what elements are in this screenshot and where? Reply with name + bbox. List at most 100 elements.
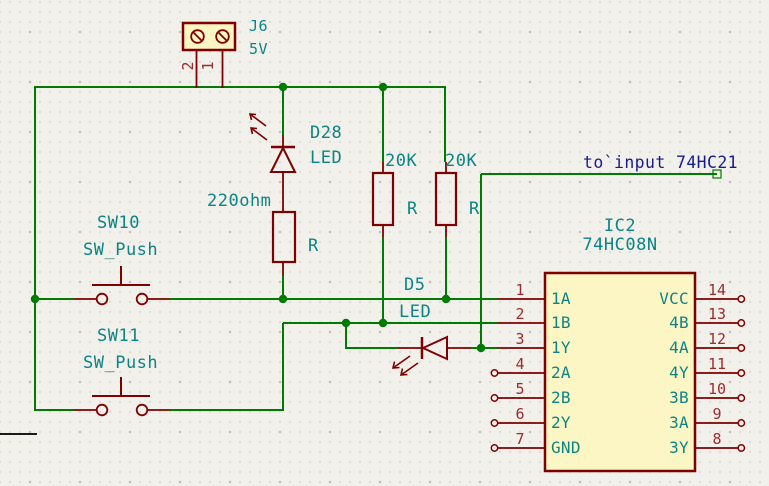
pin-name: 3Y bbox=[669, 438, 689, 457]
pin-number: 4 bbox=[515, 355, 524, 373]
pin-name: 3A bbox=[669, 413, 689, 432]
pin-number: 11 bbox=[708, 355, 726, 373]
unconnected-pin-circle bbox=[490, 444, 499, 452]
20k-right-value[interactable]: 20K bbox=[445, 151, 477, 171]
d5-value[interactable]: LED bbox=[399, 302, 431, 322]
pin-name: 4B bbox=[669, 313, 689, 332]
unconnected-pin-circle bbox=[737, 419, 746, 427]
d28-reference[interactable]: D28 bbox=[310, 123, 342, 143]
j6-screw-slot bbox=[217, 31, 228, 42]
ic2-reference[interactable]: IC2 bbox=[604, 216, 636, 236]
r220-reference[interactable]: R bbox=[308, 236, 319, 256]
pin-name: 2Y bbox=[551, 413, 571, 432]
pin-name: 1B bbox=[551, 313, 571, 332]
unconnected-pin-circle bbox=[490, 394, 499, 402]
j6-screw-icon bbox=[190, 29, 205, 44]
pin-number: 5 bbox=[515, 380, 524, 398]
junction-dot[interactable] bbox=[278, 82, 288, 92]
pin-number: 8 bbox=[712, 430, 721, 448]
ic2-right-pin-names: VCC 4B 4A 4Y 3B 3A 3Y bbox=[659, 289, 689, 457]
wires[interactable] bbox=[34, 86, 717, 411]
sw10-value[interactable]: SW_Push bbox=[83, 240, 158, 260]
ic2-right-pin-numbers: 14 13 12 11 10 9 8 bbox=[708, 281, 726, 448]
sw11-reference[interactable]: SW11 bbox=[97, 326, 140, 346]
junction-dot[interactable] bbox=[278, 294, 288, 304]
ic2-value[interactable]: 74HC08N bbox=[582, 235, 657, 255]
d5-reference[interactable]: D5 bbox=[404, 275, 425, 295]
r220-body[interactable] bbox=[271, 210, 297, 264]
pin-name: GND bbox=[551, 438, 581, 457]
sw11-contact bbox=[135, 403, 149, 417]
pin-number: 2 bbox=[515, 305, 524, 323]
led-d28-symbol[interactable] bbox=[248, 113, 297, 212]
pin-number: 9 bbox=[712, 405, 721, 423]
sw10-reference[interactable]: SW10 bbox=[97, 213, 140, 233]
pin-name: 4Y bbox=[669, 363, 689, 382]
20k-right-reference[interactable]: R bbox=[469, 199, 480, 219]
j6-screw-icon bbox=[215, 29, 230, 44]
20k-left-body[interactable] bbox=[371, 171, 395, 227]
sw10-contact bbox=[95, 292, 109, 306]
20k-left-value[interactable]: 20K bbox=[385, 151, 417, 171]
pin-number: 13 bbox=[708, 305, 726, 323]
ic2-symbol[interactable]: 1 2 3 4 5 6 7 14 13 12 11 10 9 8 1A 1B 1… bbox=[490, 271, 746, 473]
j6-pin2-number: 2 bbox=[179, 61, 197, 70]
sw10-contact bbox=[135, 292, 149, 306]
20k-left-reference[interactable]: R bbox=[407, 199, 418, 219]
pin-number: 6 bbox=[515, 405, 524, 423]
pin-number: 14 bbox=[708, 281, 726, 299]
junction-dot[interactable] bbox=[378, 318, 388, 328]
ic2-left-pin-names: 1A 1B 1Y 2A 2B 2Y GND bbox=[551, 289, 581, 457]
junction-dot[interactable] bbox=[441, 294, 451, 304]
d28-value[interactable]: LED bbox=[310, 148, 342, 168]
ic2-right-pin-lines[interactable] bbox=[695, 295, 746, 452]
led-d5-symbol[interactable] bbox=[391, 335, 471, 376]
resistor-r220-symbol[interactable] bbox=[271, 210, 297, 276]
connector-j6-symbol[interactable] bbox=[181, 21, 237, 88]
ic2-left-pin-numbers: 1 2 3 4 5 6 7 bbox=[515, 281, 524, 448]
pin-number: 1 bbox=[515, 281, 524, 299]
unconnected-pin-circle bbox=[737, 369, 746, 377]
unconnected-pin-circle bbox=[737, 444, 746, 452]
junction-dot[interactable] bbox=[378, 82, 388, 92]
unconnected-pin-circle bbox=[737, 344, 746, 352]
pin-name: 2B bbox=[551, 388, 571, 407]
ic2-body[interactable] bbox=[543, 271, 697, 473]
pin-number: 7 bbox=[515, 430, 524, 448]
unconnected-pin-circle bbox=[737, 295, 746, 303]
unconnected-pin-circle bbox=[737, 319, 746, 327]
20k-right-body[interactable] bbox=[434, 171, 458, 227]
resistor-20k-right-symbol[interactable] bbox=[434, 162, 458, 237]
d28-anode-triangle bbox=[269, 145, 297, 173]
unconnected-pin-circle bbox=[490, 369, 499, 377]
pin-name: 4A bbox=[669, 338, 689, 357]
ic2-left-pin-lines[interactable] bbox=[490, 298, 545, 452]
junction-dot[interactable] bbox=[341, 318, 351, 328]
d28-emission-arrows-icon bbox=[248, 113, 268, 141]
unconnected-pin-circle bbox=[490, 419, 499, 427]
sw11-contact bbox=[95, 403, 109, 417]
sw11-value[interactable]: SW_Push bbox=[83, 353, 158, 373]
j6-pin1-number: 1 bbox=[199, 61, 217, 70]
junction-dot[interactable] bbox=[30, 294, 40, 304]
pin-number: 12 bbox=[708, 330, 726, 348]
r220-value[interactable]: 220ohm bbox=[207, 191, 271, 211]
junction-dot[interactable] bbox=[476, 343, 486, 353]
unconnected-pin-circle bbox=[737, 394, 746, 402]
pin-name: 3B bbox=[669, 388, 689, 407]
resistor-20k-left-symbol[interactable] bbox=[371, 162, 395, 237]
junction-dots[interactable] bbox=[30, 82, 486, 353]
switch-sw10-symbol[interactable] bbox=[74, 266, 170, 306]
pin-name: VCC bbox=[659, 289, 689, 308]
pin-name: 1A bbox=[551, 289, 571, 308]
pin-name: 2A bbox=[551, 363, 571, 382]
switch-sw11-symbol[interactable] bbox=[74, 377, 170, 417]
d5-emission-arrows-icon bbox=[391, 355, 419, 376]
j6-value[interactable]: 5V bbox=[249, 40, 268, 58]
d5-anode-triangle bbox=[420, 335, 448, 361]
j6-reference[interactable]: J6 bbox=[249, 17, 268, 35]
net-label-text[interactable]: to`input 74HC21 bbox=[583, 153, 738, 172]
net-label-anchor[interactable] bbox=[712, 169, 722, 179]
pin-number: 3 bbox=[515, 330, 524, 348]
